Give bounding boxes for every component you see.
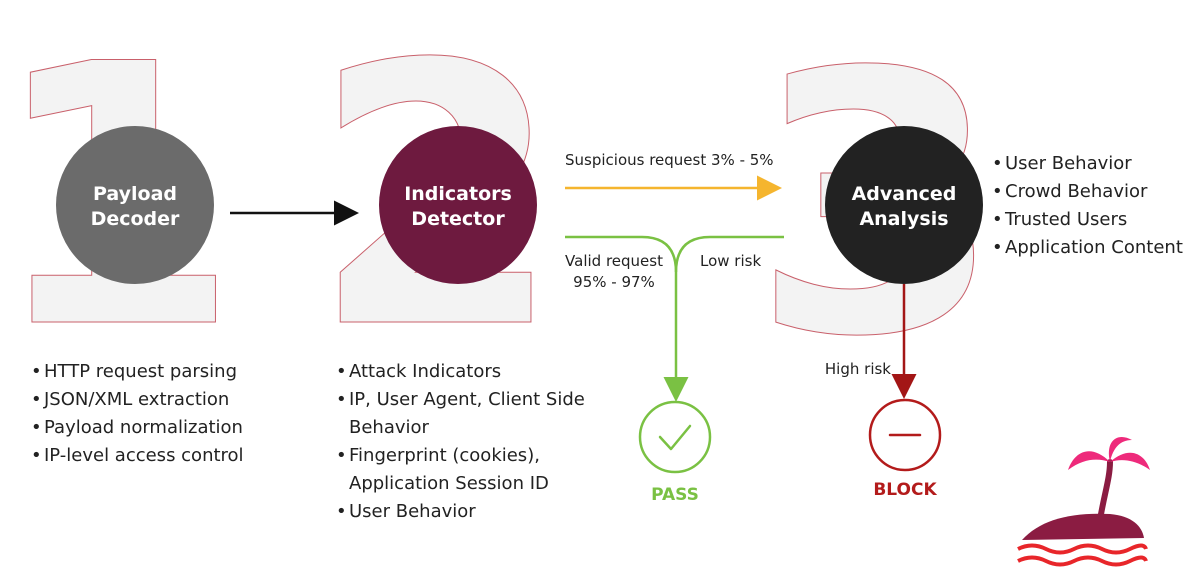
stage-title-1-line2: Decoder	[91, 208, 180, 230]
list-item: Crowd Behavior	[992, 178, 1183, 206]
list-item: JSON/XML extraction	[31, 386, 244, 414]
list-item: HTTP request parsing	[31, 358, 244, 386]
list-item: User Behavior	[992, 150, 1183, 178]
stage-3-bullets: User Behavior Crowd Behavior Trusted Use…	[992, 150, 1183, 262]
list-item: IP-level access control	[31, 442, 244, 470]
pass-label: PASS	[651, 485, 699, 505]
stage-title-3-line2: Analysis	[859, 208, 948, 230]
list-item: Fingerprint (cookies),	[336, 442, 585, 470]
pass-outcome: PASS	[638, 400, 712, 505]
palm-island-logo-icon	[1017, 436, 1150, 567]
label-high-risk: High risk	[825, 360, 891, 378]
block-label: BLOCK	[873, 480, 937, 500]
stage-circle-indicators-detector	[379, 126, 537, 284]
list-item: IP, User Agent, Client Side	[336, 386, 585, 414]
label-valid-line1: Valid request	[565, 252, 663, 270]
check-icon	[658, 424, 692, 451]
stage-circle-payload-decoder	[56, 126, 214, 284]
list-item-continuation: Behavior	[349, 417, 429, 438]
arrow-low-risk	[674, 235, 784, 273]
list-item: User Behavior	[336, 498, 585, 526]
stage-title-3-line1: Advanced	[852, 183, 957, 205]
list-item: Attack Indicators	[336, 358, 585, 386]
block-outcome: BLOCK	[868, 398, 942, 500]
stage-circle-advanced-analysis	[825, 126, 983, 284]
label-valid-line2: 95% - 97%	[573, 273, 655, 291]
stage-2-bullets: Attack Indicators IP, User Agent, Client…	[336, 358, 585, 526]
stage-title-2-line1: Indicators	[404, 183, 512, 205]
pass-circle	[638, 400, 712, 474]
stage-title-2-line2: Detector	[411, 208, 505, 230]
list-item: Trusted Users	[992, 206, 1183, 234]
list-item: Payload normalization	[31, 414, 244, 442]
label-suspicious: Suspicious request 3% - 5%	[565, 151, 774, 169]
label-low-risk: Low risk	[700, 252, 761, 270]
list-item-continuation: Application Session ID	[349, 473, 549, 494]
stage-title-1-line1: Payload	[93, 183, 177, 205]
stage-1-bullets: HTTP request parsing JSON/XML extraction…	[31, 358, 244, 470]
list-item: Application Content	[992, 234, 1183, 262]
